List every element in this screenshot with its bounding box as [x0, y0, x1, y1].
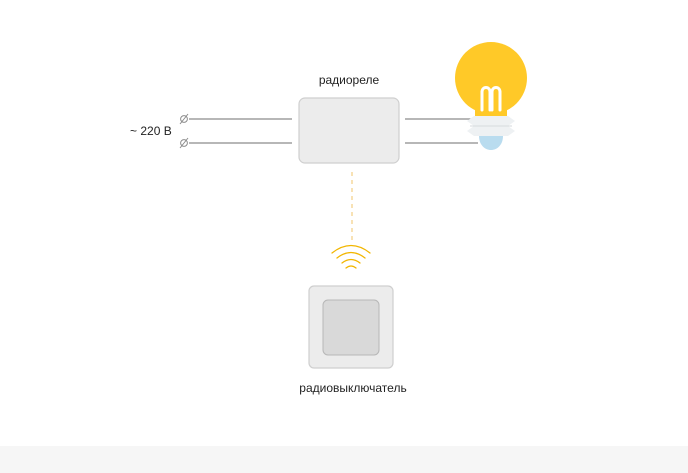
- terminal-icon: [179, 137, 189, 149]
- terminal-icon: [179, 113, 189, 125]
- bottom-strip: [0, 446, 688, 473]
- wireless-signal-icon: [331, 244, 371, 269]
- relay-box: [298, 97, 400, 164]
- switch-key: [322, 299, 380, 356]
- output-wires: [405, 118, 478, 144]
- switch-label: радиовыключатель: [299, 381, 406, 395]
- relay-label: радиореле: [319, 73, 380, 87]
- input-wires: [189, 118, 292, 144]
- wireless-switch: [308, 285, 394, 369]
- voltage-label: ~ 220 B: [130, 124, 172, 138]
- light-bulb-icon: [455, 42, 527, 150]
